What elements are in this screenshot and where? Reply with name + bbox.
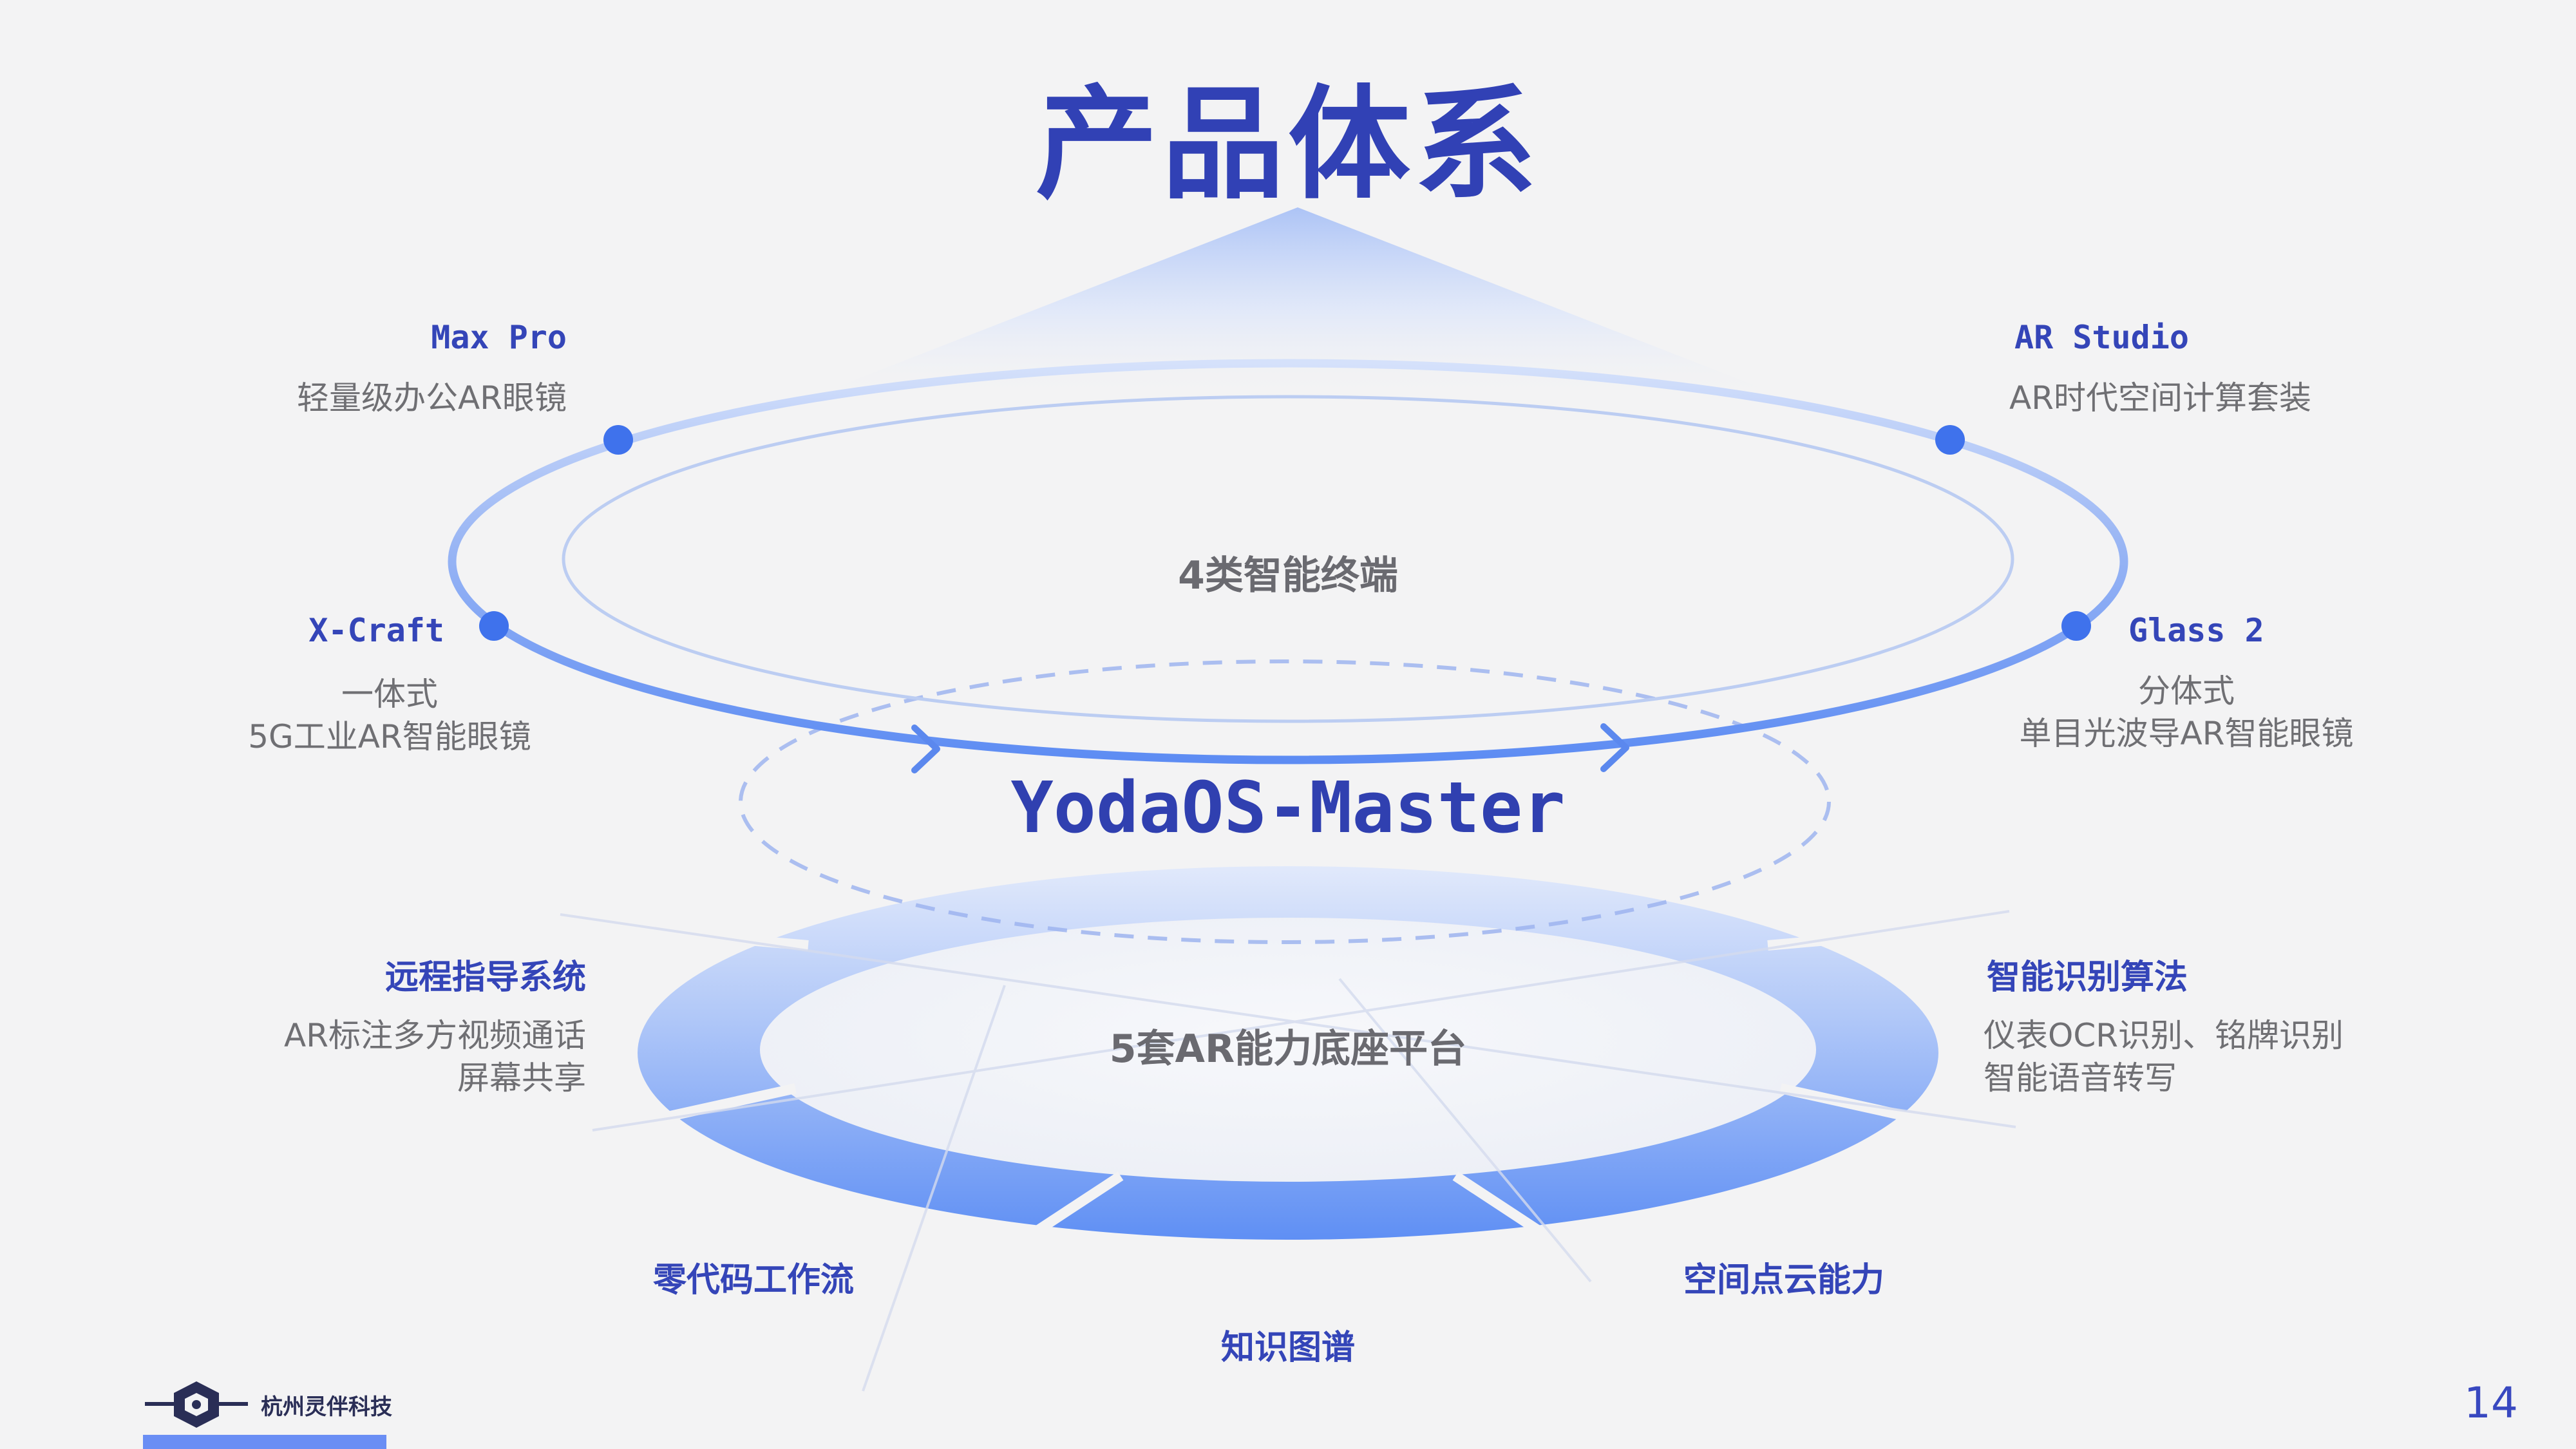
product-glass2-name: Glass 2 <box>2128 612 2264 649</box>
x-craft-dot <box>479 611 509 641</box>
max-pro-dot <box>603 425 633 455</box>
capability-knowledge-graph-name: 知识图谱 <box>1220 1329 1355 1367</box>
product-ar-studio-desc: AR时代空间计算套装 <box>2009 379 2311 417</box>
product-x-craft-desc-1: 一体式 <box>341 676 438 713</box>
os-label: YodaOS-Master <box>1010 766 1566 849</box>
arrow-left-icon <box>911 724 940 773</box>
capability-point-cloud-name: 空间点云能力 <box>1683 1261 1884 1300</box>
capability-recognition-name: 智能识别算法 <box>1987 958 2188 997</box>
glass2-dot <box>2061 611 2091 641</box>
product-glass2-desc-2: 单目光波导AR智能眼镜 <box>2019 715 2354 752</box>
capability-zero-code-name: 零代码工作流 <box>652 1261 854 1300</box>
product-x-craft-desc-2: 5G工业AR智能眼镜 <box>248 718 531 755</box>
capability-remote-desc-2: 屏幕共享 <box>457 1059 586 1097</box>
platform-ring <box>560 866 2016 1392</box>
company-logo-icon <box>145 1381 248 1428</box>
capability-remote-name: 远程指导系统 <box>384 958 586 997</box>
terminals-label: 4类智能终端 <box>1178 553 1398 598</box>
product-max-pro-name: Max Pro <box>431 319 567 356</box>
page-title: 产品体系 <box>1035 73 1540 216</box>
ar-studio-dot <box>1935 425 1965 455</box>
product-glass2-desc-1: 分体式 <box>2138 672 2235 710</box>
platform-label: 5套AR能力底座平台 <box>1109 1027 1467 1072</box>
arrow-right-icon <box>1600 723 1629 772</box>
company-name: 杭州灵伴科技 <box>261 1394 392 1420</box>
capability-recognition-desc-2: 智能语音转写 <box>1984 1059 2177 1097</box>
footer-accent-bar <box>143 1435 386 1449</box>
capability-recognition-desc-1: 仪表OCR识别、铭牌识别 <box>1984 1017 2344 1054</box>
product-x-craft-name: X-Craft <box>308 612 444 649</box>
product-ar-studio-name: AR Studio <box>2014 319 2189 356</box>
os-dashed-ring <box>739 659 1831 944</box>
capability-remote-desc-1: AR标注多方视频通话 <box>284 1017 586 1054</box>
product-max-pro-desc: 轻量级办公AR眼镜 <box>297 379 567 417</box>
terminal-cone <box>805 207 1790 399</box>
terminal-ring <box>448 359 2128 773</box>
page-number: 14 <box>2464 1378 2518 1428</box>
